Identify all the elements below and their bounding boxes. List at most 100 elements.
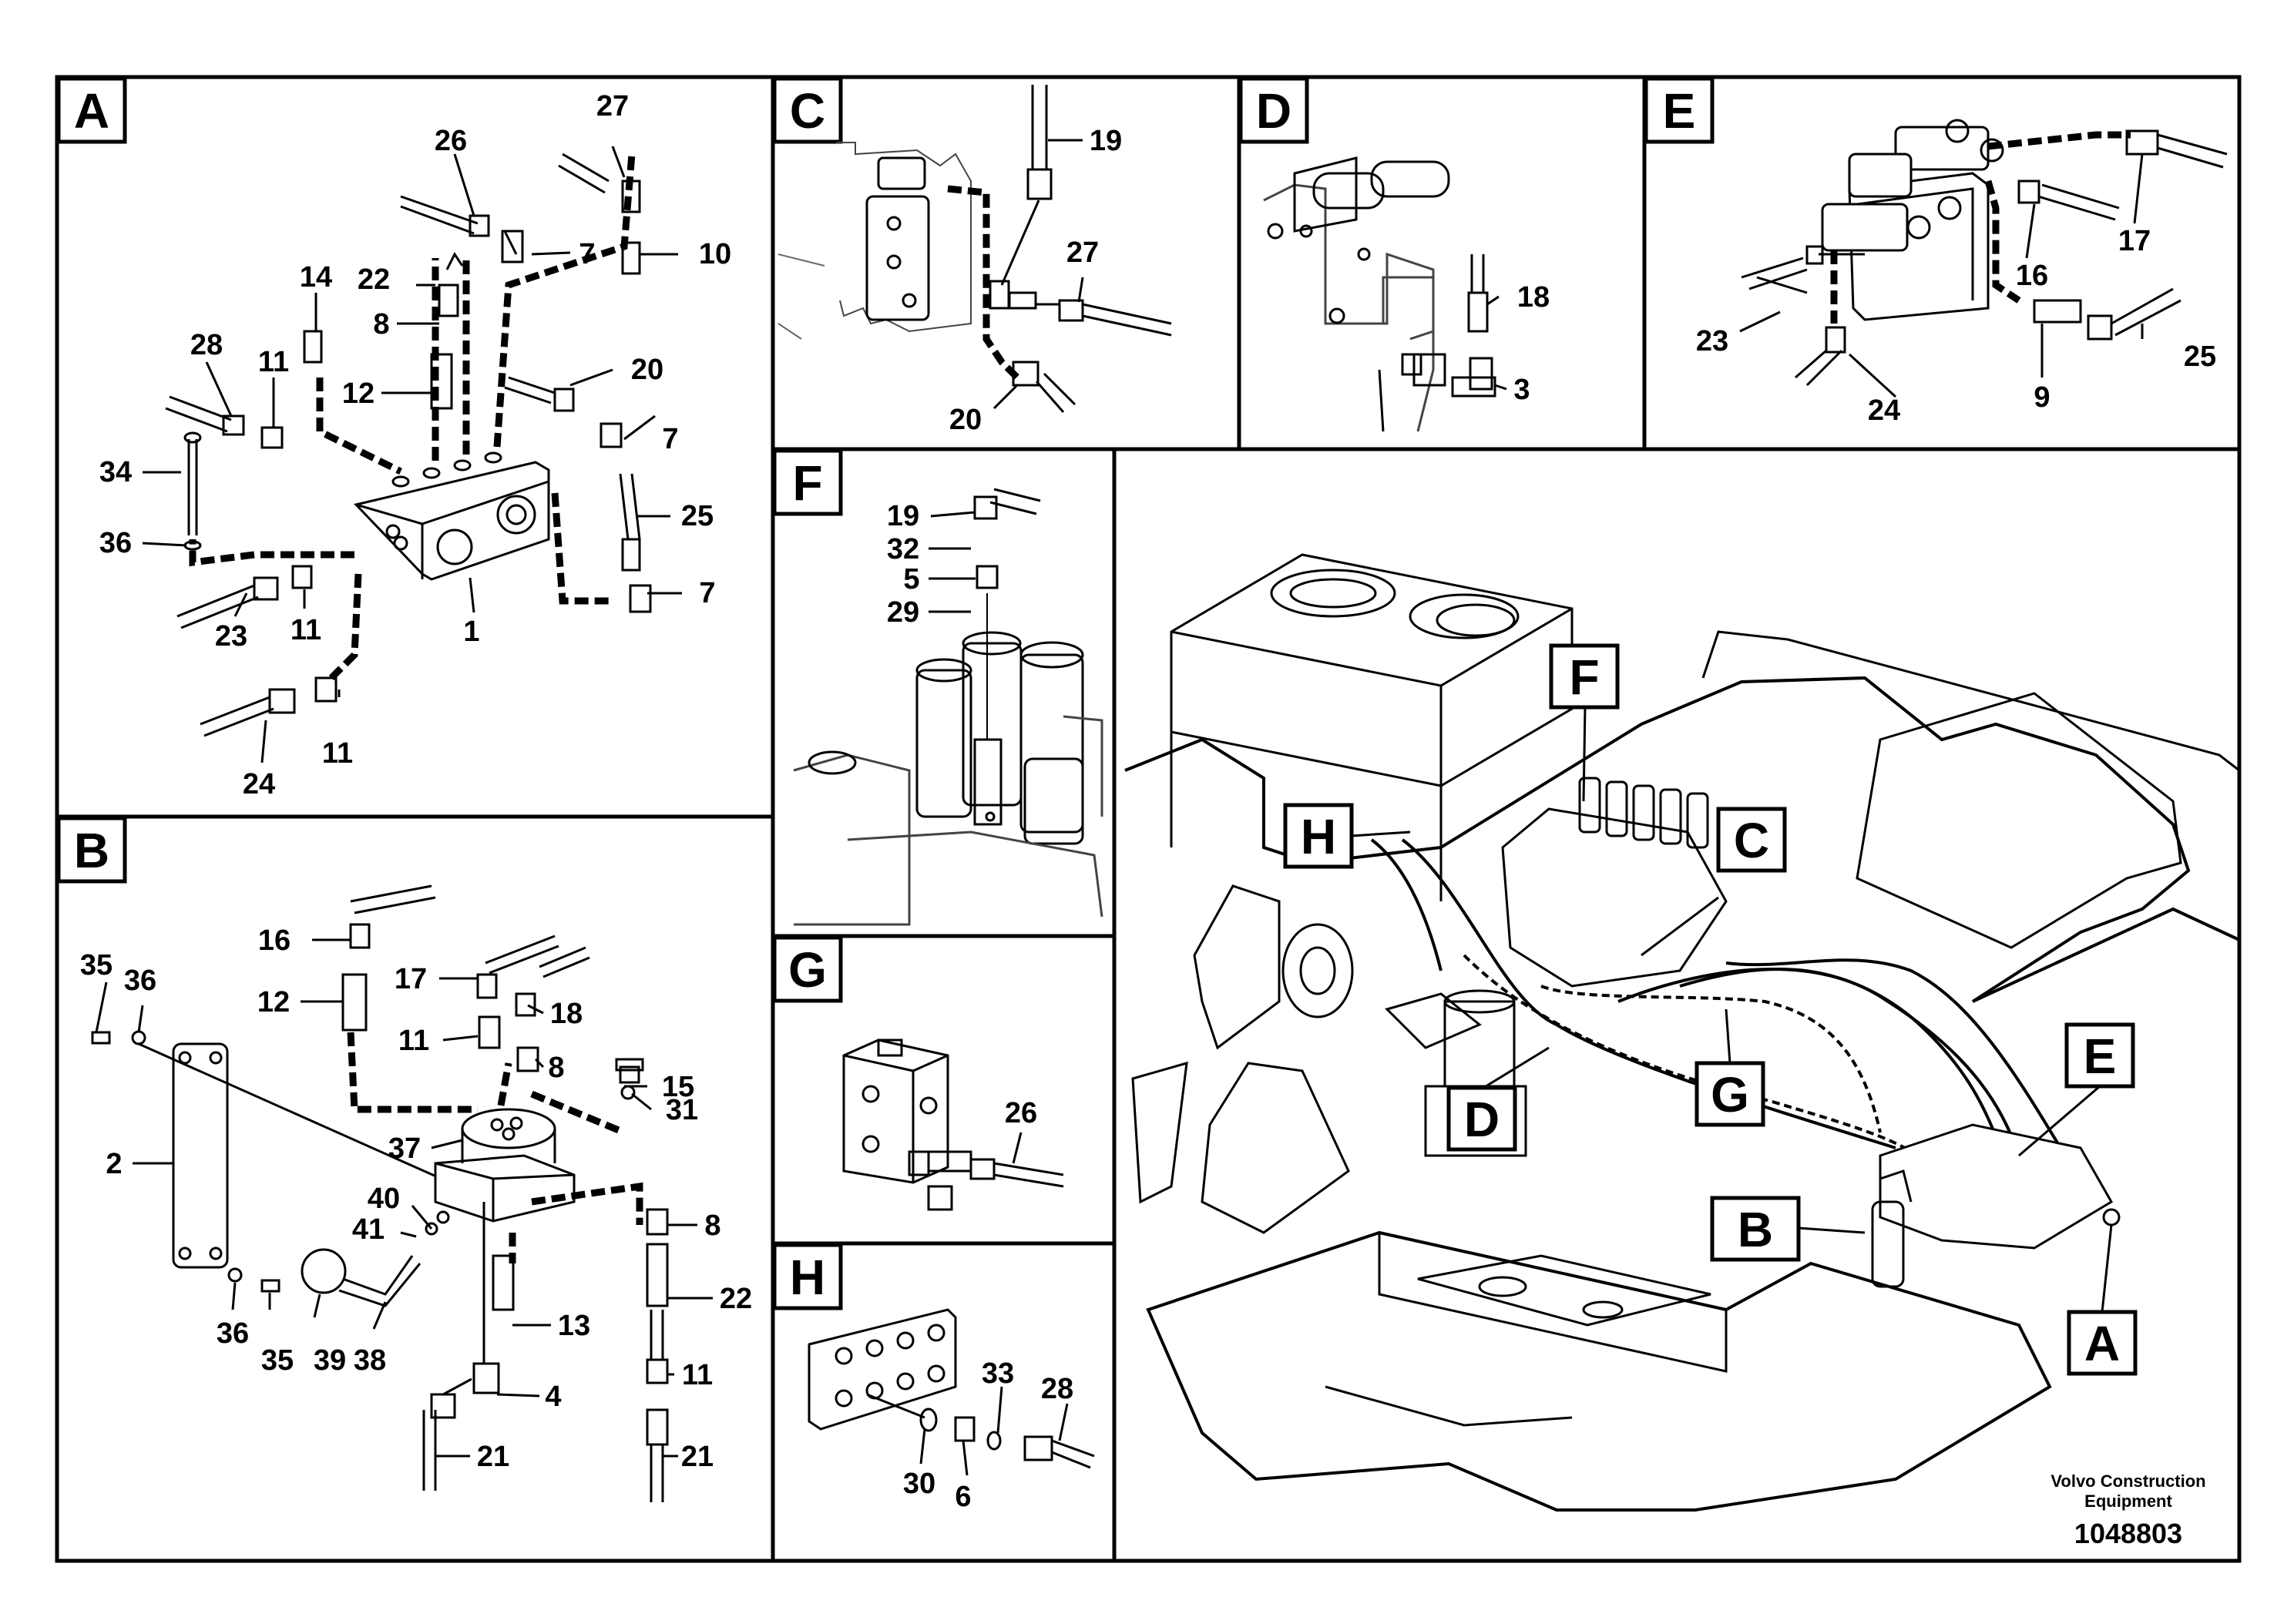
company-name-line2: Equipment	[2084, 1491, 2172, 1511]
callout-B-8: 8	[548, 1052, 564, 1084]
panel-A-drawing	[165, 153, 652, 737]
panel-A-label: A	[74, 83, 109, 139]
callout-B-39: 39	[314, 1344, 346, 1377]
callout-E-16: 16	[2016, 260, 2048, 292]
panel-C-label-box	[772, 76, 843, 144]
callout-B-16: 16	[258, 924, 291, 957]
callout-B-22: 22	[720, 1283, 752, 1315]
callout-A-14: 14	[300, 261, 332, 294]
callout-E-24: 24	[1868, 394, 1900, 427]
overview-box-A	[2067, 1310, 2138, 1376]
callout-A-34: 34	[99, 456, 132, 488]
panel-G-drawing	[842, 1038, 1064, 1211]
callout-A-11: 11	[258, 346, 289, 378]
callout-C-19: 19	[1090, 125, 1122, 157]
callout-A-25: 25	[681, 500, 714, 532]
overview-label-boxes	[1283, 643, 2138, 1376]
callout-A-12: 12	[342, 377, 374, 410]
callout-B-35: 35	[80, 949, 113, 981]
panel-B-label: B	[74, 823, 109, 878]
overview-box-E	[2064, 1022, 2135, 1089]
company-name-line1: Volvo Construction	[2050, 1471, 2205, 1491]
panel-C-label: C	[790, 83, 825, 139]
callout-A-11c: 11	[322, 737, 353, 770]
overview-label-F: F	[1569, 649, 1599, 705]
callout-A-28: 28	[190, 329, 223, 361]
overview-label-H: H	[1301, 809, 1336, 864]
overview-label-D: D	[1464, 1092, 1500, 1147]
machine-overview-drawing	[1124, 553, 2240, 1512]
overview-box-B	[1710, 1196, 1801, 1262]
callout-leaders	[95, 139, 2144, 1476]
callout-H-6: 6	[955, 1481, 971, 1513]
callout-B-21b: 21	[681, 1441, 714, 1473]
overview-label-C: C	[1734, 813, 1769, 868]
callout-A-7: 7	[579, 238, 595, 270]
callout-A-7c: 7	[699, 577, 715, 609]
overview-box-D	[1446, 1085, 1517, 1152]
callout-C-27: 27	[1066, 237, 1099, 269]
callout-A-8: 8	[373, 308, 389, 341]
callout-B-11b: 11	[682, 1359, 713, 1391]
panel-D-label-box	[1238, 76, 1309, 144]
callout-B-37: 37	[388, 1132, 421, 1165]
overview-label-G: G	[1711, 1067, 1749, 1122]
panel-G-label-box	[772, 935, 843, 1003]
callout-B-21: 21	[477, 1441, 509, 1473]
callout-E-9: 9	[2034, 381, 2050, 414]
callout-B-38: 38	[354, 1344, 386, 1377]
callout-B-31: 31	[666, 1094, 698, 1126]
panel-E-label: E	[1663, 83, 1696, 139]
overview-box-G	[1694, 1061, 1765, 1127]
panel-label-boxes	[56, 76, 1715, 1310]
panel-H-label: H	[790, 1250, 825, 1305]
callout-A-20: 20	[631, 354, 663, 386]
callout-A-1: 1	[463, 616, 479, 648]
callout-A-26: 26	[435, 125, 467, 157]
callout-B-13: 13	[558, 1310, 590, 1342]
callout-E-17: 17	[2118, 225, 2151, 257]
callout-A-7b: 7	[662, 423, 678, 455]
callout-B-8b: 8	[704, 1210, 720, 1242]
callout-B-11: 11	[398, 1025, 429, 1057]
panel-H-drawing	[808, 1308, 1095, 1469]
overview-box-H	[1283, 803, 1354, 869]
overview-leaders	[1351, 706, 2113, 1313]
callout-A-27: 27	[596, 90, 629, 122]
callout-A-11b: 11	[291, 614, 321, 646]
panel-C-drawing	[778, 85, 1172, 413]
callout-D-3: 3	[1513, 374, 1530, 406]
callout-B-17: 17	[395, 963, 427, 995]
overview-label-E: E	[2084, 1028, 2117, 1084]
panel-F-label: F	[792, 455, 822, 511]
overview-label-A: A	[2084, 1316, 2120, 1371]
overview-box-C	[1716, 807, 1787, 873]
callout-A-24: 24	[243, 768, 275, 800]
panel-H-label-box	[772, 1243, 843, 1310]
callout-H-28: 28	[1041, 1373, 1073, 1405]
callout-C-20: 20	[949, 404, 982, 436]
panel-B-drawing	[91, 884, 669, 1502]
callout-B-40: 40	[368, 1183, 400, 1215]
panel-F-drawing	[793, 488, 1103, 926]
callout-A-36: 36	[99, 527, 132, 559]
drawing-number: 1048803	[2074, 1518, 2182, 1549]
callout-F-29: 29	[887, 596, 919, 629]
callout-A-10: 10	[699, 238, 731, 270]
panel-D-label: D	[1256, 83, 1291, 139]
panel-E-drawing	[1741, 119, 2228, 387]
callout-B-41: 41	[352, 1213, 385, 1246]
panel-B-label-box	[56, 816, 127, 884]
callout-F-5: 5	[903, 563, 919, 596]
callout-E-23: 23	[1696, 325, 1728, 357]
callout-B-36b: 36	[217, 1317, 249, 1350]
callout-F-19: 19	[887, 500, 919, 532]
callout-B-36: 36	[124, 965, 156, 997]
callout-E-25: 25	[2184, 341, 2216, 373]
panel-E-label-box	[1644, 76, 1715, 144]
callout-B-2: 2	[106, 1148, 122, 1180]
panel-F-label-box	[772, 448, 843, 516]
callout-A-23: 23	[215, 620, 247, 653]
